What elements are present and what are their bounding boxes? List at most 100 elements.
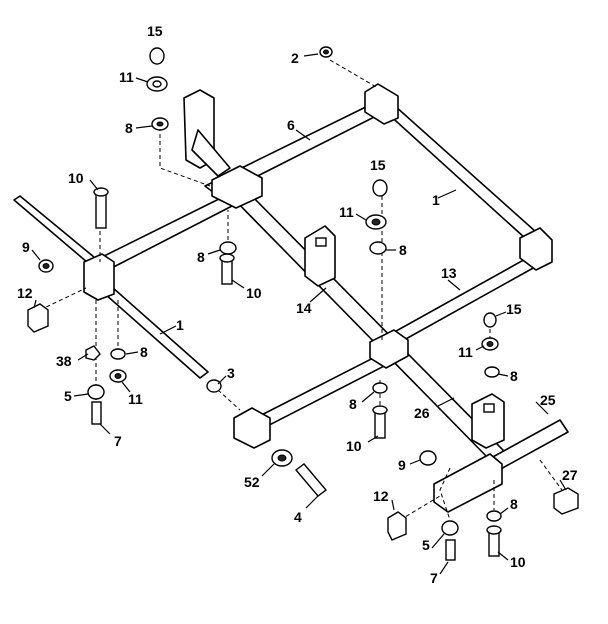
callout-27: 27: [562, 467, 578, 483]
hardware-parts: [27, 46, 579, 561]
callout-8-right: 8: [510, 368, 518, 384]
leader-2: [303, 53, 319, 57]
callout-10-top: 10: [68, 170, 84, 186]
clevis-hole: [315, 237, 327, 247]
callout-11-left: 11: [128, 391, 143, 407]
leader-10-top: [89, 179, 99, 191]
leader-11-mid: [355, 213, 367, 221]
callout-8-center: 8: [197, 249, 205, 265]
nut-9-left-hole: [42, 263, 50, 269]
leader-5-right: [431, 533, 445, 549]
joint-block-center: [211, 165, 263, 209]
pin-4: [294, 463, 328, 497]
callout-11-top: 11: [119, 69, 134, 85]
leader-26: [437, 397, 455, 407]
clevis-rear-hole: [483, 403, 495, 413]
callout-12-right: 12: [373, 488, 389, 504]
dash-3: [217, 389, 241, 411]
callout-4: 4: [294, 509, 302, 525]
leader-11-left: [121, 381, 131, 393]
cap-12-left: [27, 303, 49, 333]
leader-8-bottom: [499, 507, 509, 515]
dash-2: [329, 59, 379, 89]
callout-15-top: 15: [147, 23, 163, 39]
bolt-10-bottom-head: [486, 525, 502, 535]
nut-11-mid-hole: [371, 218, 381, 226]
leader-38: [77, 353, 89, 361]
bolt-10-center-head: [219, 253, 235, 263]
callout-5-right: 5: [422, 537, 430, 553]
joint-block-mid: [369, 329, 409, 369]
leader-3: [217, 375, 227, 385]
callout-25: 25: [540, 392, 556, 408]
callout-3: 3: [227, 365, 235, 381]
receiver-lower: [433, 453, 503, 513]
cap-15-mid: [372, 179, 388, 197]
washer-8-left: [110, 348, 126, 360]
callout-52: 52: [244, 474, 260, 490]
spacer-5-left: [87, 384, 105, 400]
leader-10-center: [231, 279, 245, 289]
nut-11-right-hole: [486, 341, 494, 347]
washer-8-bottom: [486, 510, 502, 522]
washer-8-right: [484, 366, 500, 378]
callout-12-left: 12: [17, 285, 33, 301]
clevis-rear: [471, 393, 505, 449]
callout-8-lower: 8: [349, 396, 357, 412]
leader-lines: [31, 53, 567, 575]
callout-9-right: 9: [398, 457, 406, 473]
bracket-left-end: [83, 253, 115, 301]
callout-13: 13: [441, 265, 457, 281]
washer-52-hole: [277, 454, 287, 462]
leader-8-top: [135, 125, 153, 129]
leader-8-center: [207, 249, 221, 255]
callout-8-bottom: 8: [510, 496, 518, 512]
leader-9-left: [31, 249, 41, 261]
washer-8-mid: [369, 241, 387, 255]
bracket-rear-left: [233, 407, 271, 449]
nut-9-right: [419, 450, 437, 466]
callout-1-left: 1: [176, 317, 184, 333]
callout-8-left: 8: [140, 344, 148, 360]
bracket-right-end: [519, 227, 553, 271]
washer-8-lower: [372, 382, 388, 394]
pin-38: [85, 345, 101, 361]
leader-25: [535, 401, 549, 415]
nut-11-left-hole: [114, 373, 122, 379]
leader-1-left: [159, 325, 177, 335]
dash-27: [539, 459, 563, 491]
brackets: [83, 83, 553, 513]
bolt-10-top: [95, 191, 107, 229]
leader-12-right: [391, 499, 395, 511]
bracket-top-right: [364, 83, 399, 125]
tube-left-stub: [13, 195, 101, 269]
callout-5-left: 5: [64, 388, 72, 404]
callout-2: 2: [291, 50, 299, 66]
bolt-7-left: [91, 401, 102, 425]
leader-12-left: [33, 299, 37, 309]
callout-7-right: 7: [430, 570, 438, 586]
callout-11-mid: 11: [339, 204, 354, 220]
washer-8-center: [219, 241, 237, 255]
cap-15-right: [483, 312, 497, 328]
leader-15-right: [495, 311, 507, 317]
callout-38: 38: [56, 353, 72, 369]
leader-8-lower: [361, 391, 375, 403]
leader-8-left: [125, 351, 139, 355]
dash-12-left: [39, 287, 87, 311]
callout-7-left: 7: [114, 433, 122, 449]
clevis-center: [304, 225, 336, 287]
nut-3: [206, 379, 222, 393]
leader-1-right: [437, 189, 457, 199]
leader-52: [261, 463, 275, 477]
leader-10-bottom: [497, 551, 509, 561]
leader-11-top: [135, 77, 149, 83]
callout-6: 6: [287, 117, 295, 133]
callout-10-lower: 10: [346, 438, 362, 454]
callout-9-left: 9: [22, 239, 30, 255]
dash-8-top: [159, 120, 211, 187]
callout-labels: 15 2 11 8 6 10 15 1 11 8 9 8 10 13 12 14…: [17, 23, 578, 586]
leader-13: [447, 279, 461, 291]
